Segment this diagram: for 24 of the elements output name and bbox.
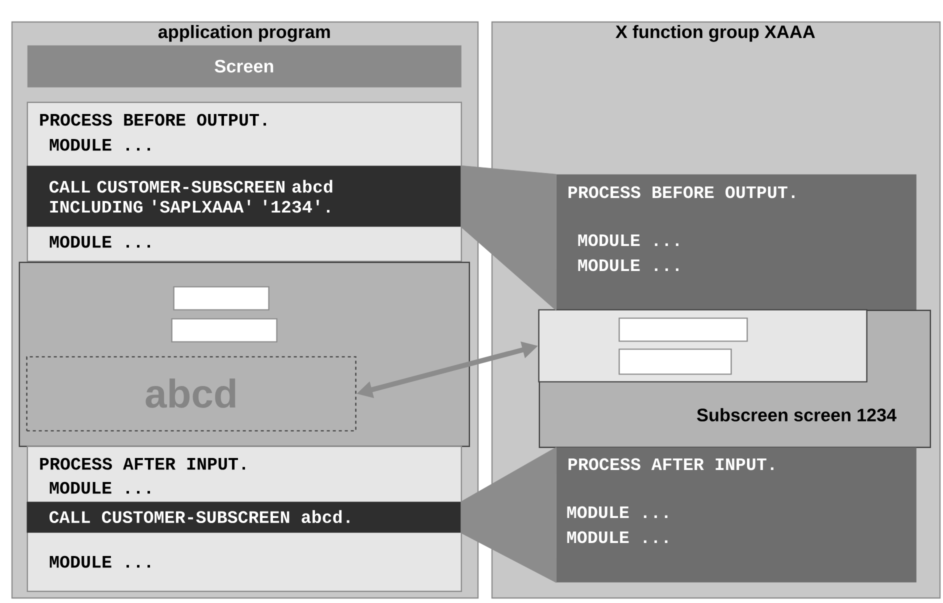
panel-heading: application program [158, 24, 330, 42]
code-text: MODULE ... [578, 234, 678, 246]
connector-wedge [460, 165, 556, 311]
code-text: CALL CUSTOMER-SUBSCREEN abcd. [50, 510, 350, 524]
code-text: MODULE ... [50, 556, 150, 568]
code-text: MODULE ... [567, 506, 668, 518]
input-field [618, 318, 748, 342]
code-text: PROCESS AFTER INPUT. [568, 458, 774, 470]
code-text: MODULE ... [50, 138, 150, 151]
code-text: MODULE ... [567, 531, 668, 544]
code-text: MODULE ... [50, 236, 150, 248]
input-field [171, 318, 278, 342]
code-text: CALL CUSTOMER-SUBSCREEN abcd INCLUDING 'SAPLXAAA' '1234'. [50, 180, 332, 213]
input-field [618, 348, 732, 375]
panel-heading: X function group XAAA [616, 24, 815, 42]
screen-bar: Screen [27, 45, 462, 88]
code-text: PROCESS BEFORE OUTPUT. [568, 186, 794, 198]
subscreen-title: Subscreen screen 1234 [697, 408, 896, 422]
code-text: PROCESS AFTER INPUT. [40, 458, 245, 470]
code-text: MODULE ... [50, 482, 150, 494]
input-field [173, 286, 270, 310]
code-text: PROCESS BEFORE OUTPUT. [40, 114, 266, 126]
code-text: MODULE ... [578, 259, 678, 272]
connector-wedge [460, 447, 556, 583]
